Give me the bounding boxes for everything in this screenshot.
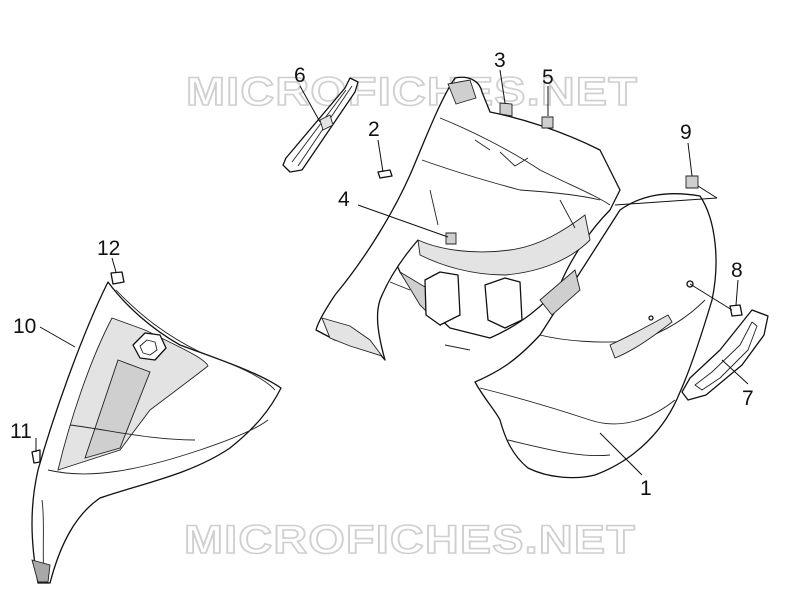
callout-9: 9 bbox=[680, 121, 692, 144]
callout-1: 1 bbox=[640, 477, 652, 500]
rear-cowling-part bbox=[474, 193, 717, 479]
callout-3: 3 bbox=[494, 49, 506, 72]
part-11-screw bbox=[31, 449, 41, 464]
part-5-clip bbox=[541, 116, 554, 129]
part-3-clip bbox=[499, 102, 513, 117]
callout-2: 2 bbox=[368, 118, 380, 141]
watermark-top: MICROFICHES.NET bbox=[186, 70, 638, 114]
part-12-clip bbox=[110, 271, 125, 285]
callout-5: 5 bbox=[542, 66, 554, 89]
side-grill-part bbox=[681, 309, 769, 401]
part-9-clip bbox=[685, 175, 699, 189]
watermark-bottom: MICROFICHES.NET bbox=[184, 518, 636, 562]
callout-10: 10 bbox=[13, 315, 36, 338]
front-shield-part bbox=[31, 281, 282, 584]
part-2-screw bbox=[377, 169, 393, 179]
part-8-nut bbox=[729, 304, 743, 317]
callout-4: 4 bbox=[338, 188, 350, 211]
callout-8: 8 bbox=[731, 259, 743, 282]
leader-lines bbox=[35, 69, 749, 476]
callout-6: 6 bbox=[294, 64, 306, 87]
callout-7: 7 bbox=[742, 387, 754, 410]
bracket-part bbox=[282, 77, 359, 173]
callout-11: 11 bbox=[10, 420, 32, 443]
callout-12: 12 bbox=[97, 237, 120, 260]
part-4-clip bbox=[445, 232, 457, 245]
rear-frame-part bbox=[315, 76, 621, 361]
